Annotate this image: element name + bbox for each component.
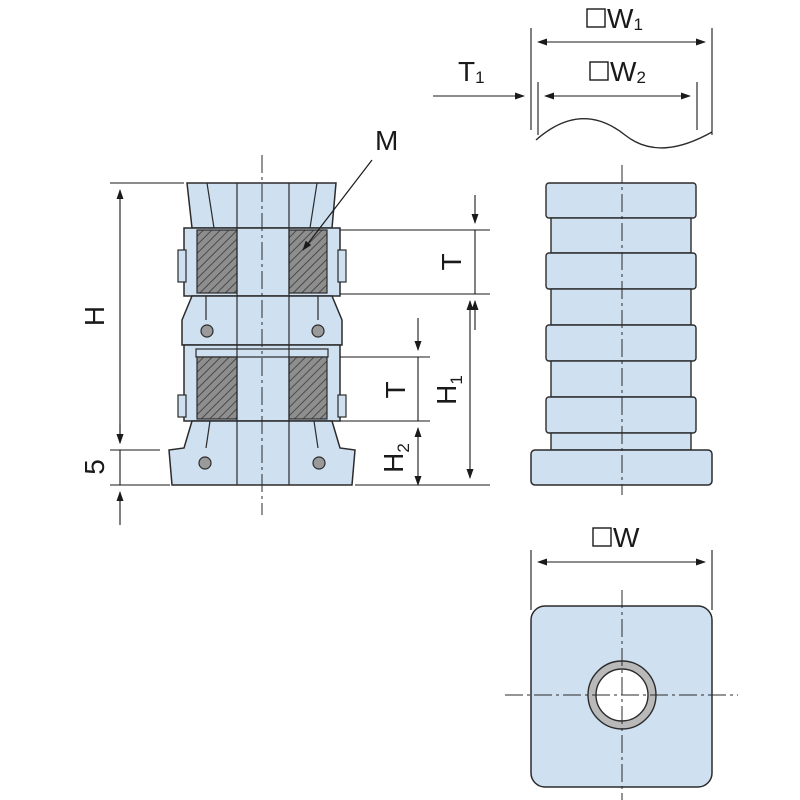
dim-h <box>110 182 184 451</box>
dim-five <box>110 424 170 525</box>
front-section-view <box>168 155 356 515</box>
side-plate-8 <box>550 432 692 451</box>
label-h2-sub: 2 <box>394 443 413 452</box>
label-m: M <box>375 125 398 156</box>
label-t1-main: T <box>458 56 475 87</box>
label-h2: H2 <box>378 443 413 473</box>
dim-t-upper <box>340 195 490 330</box>
side-plate-6 <box>550 360 692 398</box>
label-w1-sub: 1 <box>633 15 642 34</box>
dim-w1 <box>530 28 713 135</box>
w1-square-symbol <box>586 8 606 28</box>
label-five: 5 <box>79 459 110 475</box>
label-t1: T1 <box>458 56 485 87</box>
upper-rubber-left <box>196 229 238 294</box>
upper-rubber-right <box>288 229 328 294</box>
label-t-lower: T <box>380 381 411 398</box>
label-h1-main: H <box>431 385 462 405</box>
label-w2-sub: 2 <box>636 68 645 87</box>
label-w2-main: W <box>610 56 637 87</box>
label-h2-main: H <box>378 453 409 473</box>
side-plate-2 <box>550 217 692 254</box>
side-plate-1 <box>545 182 697 219</box>
top-view <box>505 590 738 800</box>
label-w1-main: W <box>607 3 634 34</box>
label-t1-sub: 1 <box>475 68 484 87</box>
break-line <box>535 118 713 149</box>
label-t-upper: T <box>436 253 467 270</box>
dim-h1 <box>355 300 490 486</box>
dim-w <box>530 550 713 610</box>
hole-base-left <box>198 456 212 470</box>
label-w2: W2 <box>610 56 646 87</box>
label-h1-sub: 1 <box>447 375 466 384</box>
w-square-symbol <box>592 527 612 547</box>
lower-rubber-right <box>288 356 328 420</box>
hole-base-right <box>312 456 326 470</box>
hole-mid-right <box>311 324 325 338</box>
dim-t-lower <box>340 318 430 422</box>
label-h1: H1 <box>431 375 466 405</box>
w2-square-symbol <box>589 61 609 81</box>
side-plate-5 <box>545 324 697 362</box>
label-w: W <box>613 522 640 553</box>
lower-rubber-left <box>196 356 238 420</box>
label-h: H <box>79 306 110 326</box>
side-plate-3 <box>545 252 697 290</box>
dim-w2 <box>433 82 698 135</box>
m-leader <box>302 159 373 251</box>
hole-mid-left <box>200 324 214 338</box>
side-plate-7 <box>545 396 697 434</box>
side-plate-4 <box>550 288 692 326</box>
label-w1: W1 <box>607 3 643 34</box>
middle-plate <box>181 295 343 346</box>
side-view <box>530 118 713 495</box>
